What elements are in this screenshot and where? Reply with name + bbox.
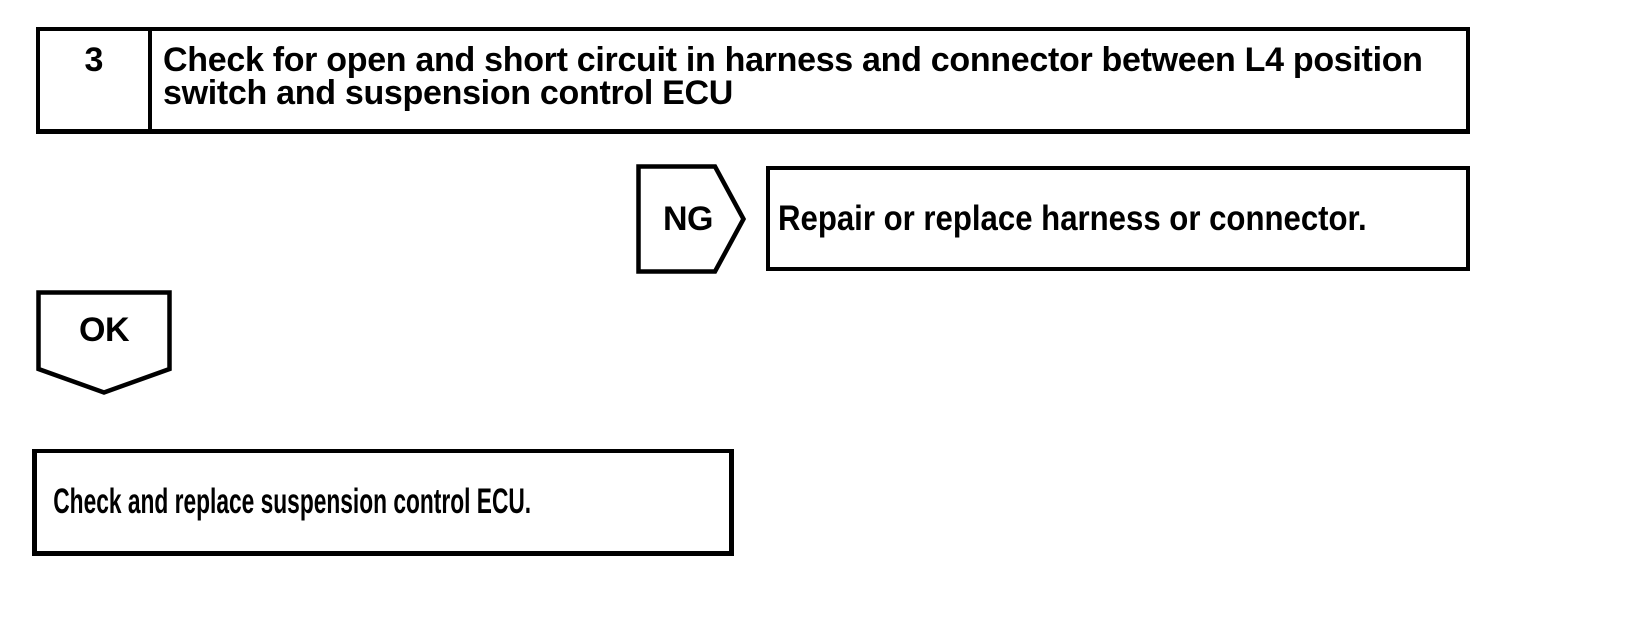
ng-connector: NG xyxy=(636,164,746,274)
ok-action-box: Check and replace suspension control ECU… xyxy=(32,449,734,556)
ng-action-text: Repair or replace harness or connector. xyxy=(778,198,1367,238)
ng-arrow-right-icon xyxy=(636,164,746,274)
ok-label: OK xyxy=(79,310,130,349)
step-title: Check for open and short circuit in harn… xyxy=(163,41,1423,112)
ok-connector: OK xyxy=(36,290,172,395)
ok-action-text: Check and replace suspension control ECU… xyxy=(53,482,532,521)
step-number: 3 xyxy=(40,31,152,129)
ng-label: NG xyxy=(663,199,714,238)
ng-action-box: Repair or replace harness or connector. xyxy=(766,166,1470,271)
step-box: 3 Check for open and short circuit in ha… xyxy=(36,27,1470,134)
ok-arrow-down-icon xyxy=(36,290,172,395)
